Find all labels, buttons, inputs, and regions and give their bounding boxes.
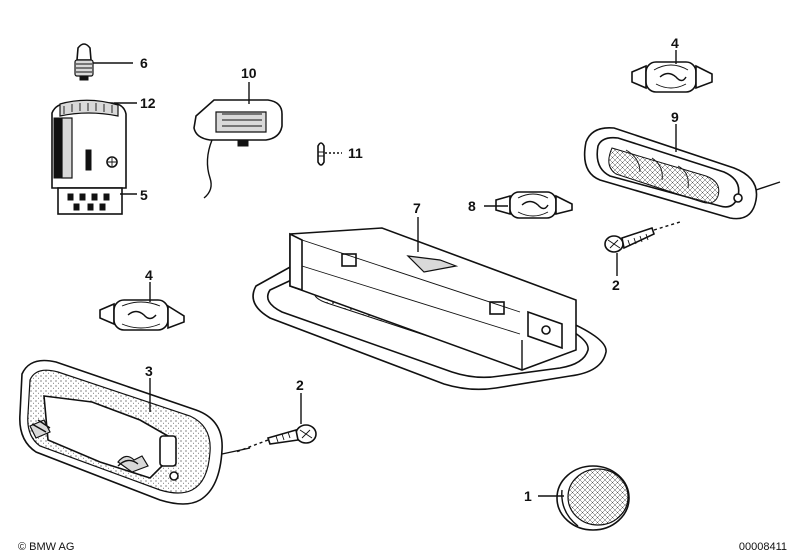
document-number: 00008411 <box>738 541 787 553</box>
screw-part-2-left <box>266 424 317 445</box>
festoon-bulb-part-4-left <box>99 299 185 331</box>
callout-1: 1 <box>524 488 532 504</box>
callout-8: 8 <box>468 198 476 214</box>
lamp-part-10 <box>193 99 283 199</box>
callout-2-right: 2 <box>612 277 620 293</box>
callout-6: 6 <box>140 55 148 71</box>
screw-part-2-right <box>604 226 655 253</box>
festoon-bulb-part-8 <box>495 191 573 219</box>
callout-5: 5 <box>140 187 148 203</box>
callout-12: 12 <box>140 95 156 111</box>
callout-7: 7 <box>413 200 421 216</box>
lamp-socket-part-5-12 <box>51 99 127 215</box>
round-lens-part-1 <box>556 465 630 531</box>
callout-4-top: 4 <box>671 35 679 51</box>
festoon-bulb-part-4-top <box>631 61 713 93</box>
callout-9: 9 <box>671 109 679 125</box>
lamp-housing-part-3 <box>19 359 251 505</box>
light-base-part-7 <box>252 227 607 391</box>
callout-11: 11 <box>348 145 363 161</box>
clip-part-11 <box>317 142 325 166</box>
bulb-part-6 <box>74 43 94 81</box>
leader-line-screw-right <box>653 221 681 231</box>
callout-3: 3 <box>145 363 153 379</box>
callout-10: 10 <box>241 65 257 81</box>
callout-4-left: 4 <box>145 267 153 283</box>
copyright-label: © BMW AG <box>18 541 75 553</box>
socket-contacts <box>67 193 110 211</box>
lamp-housing-part-9 <box>583 126 781 220</box>
callout-2-left: 2 <box>296 377 304 393</box>
